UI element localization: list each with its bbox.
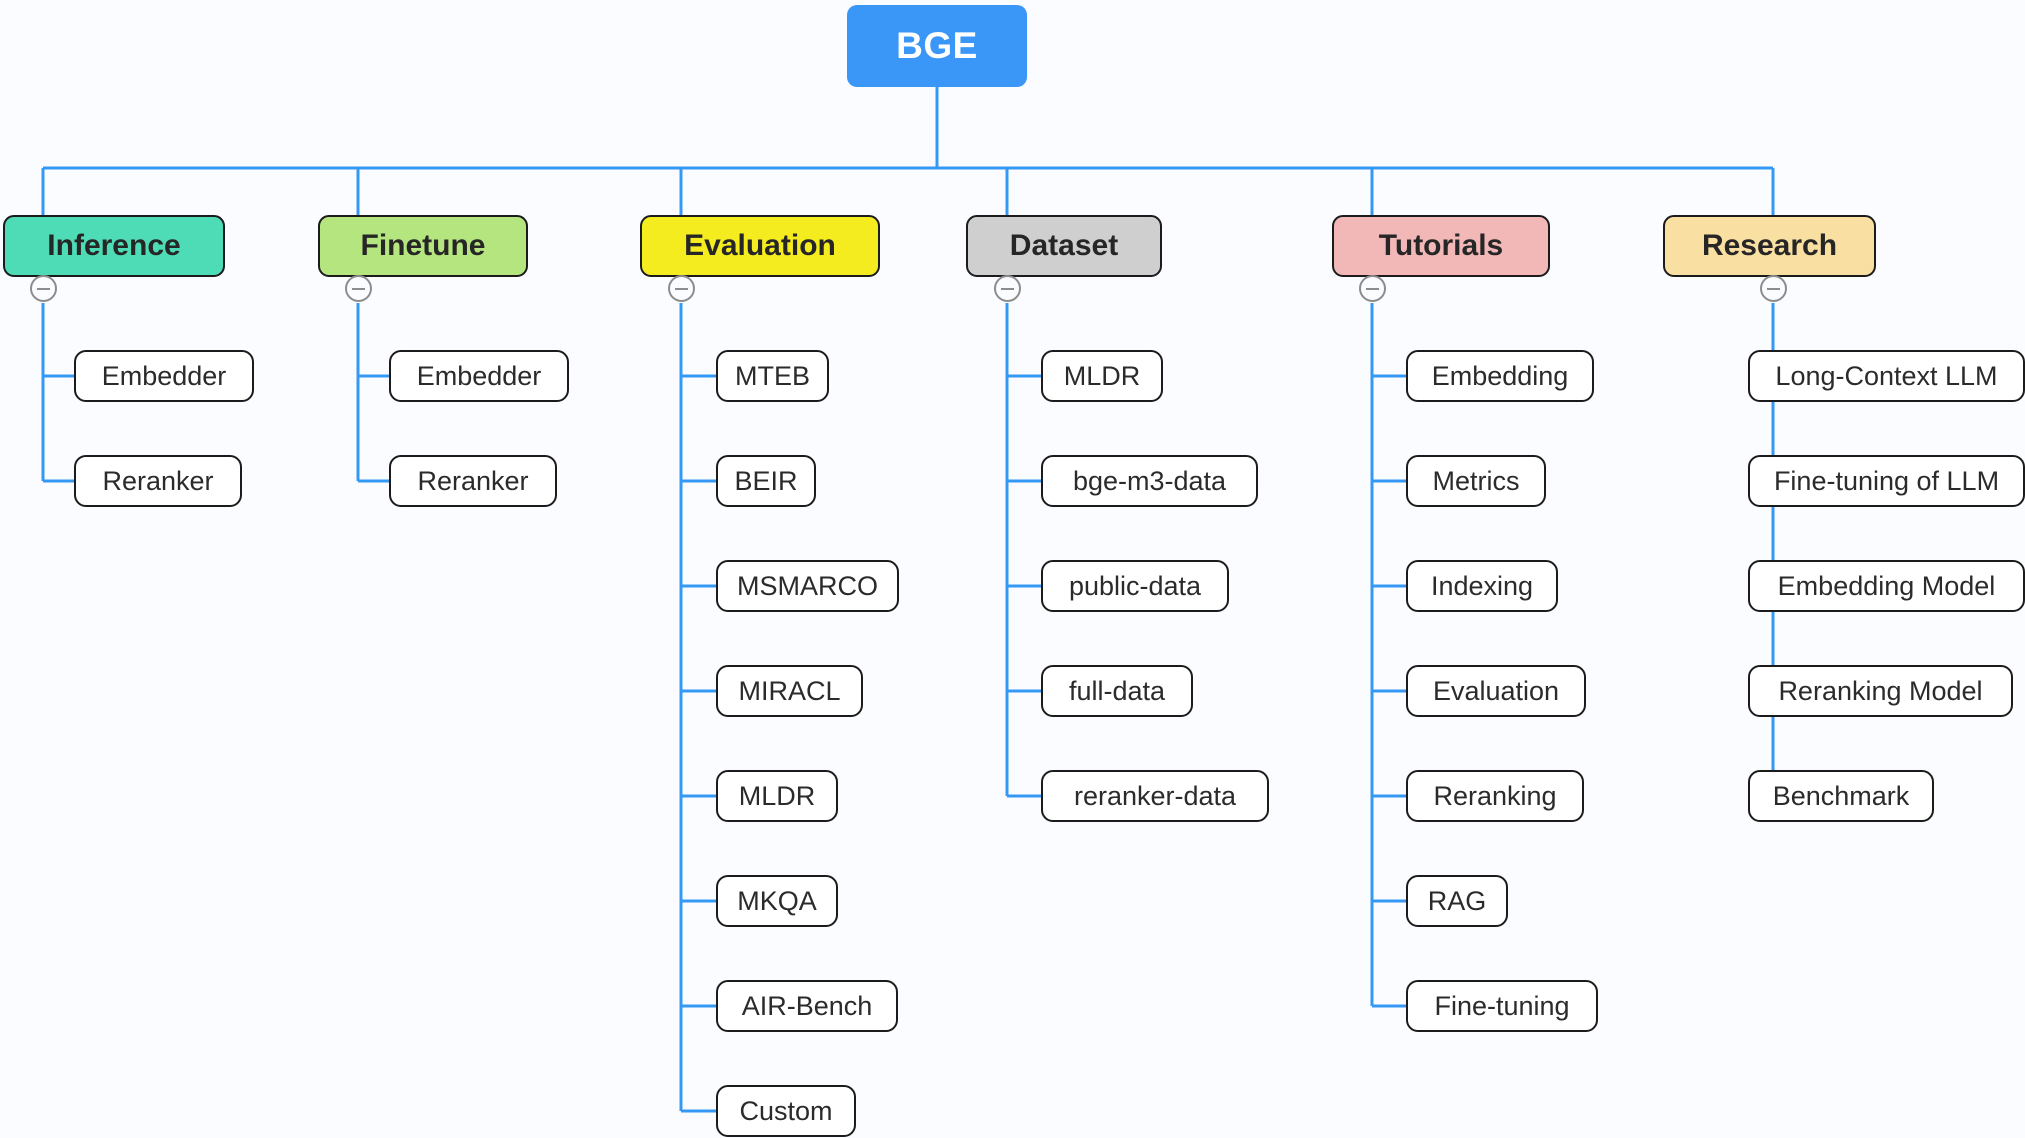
leaf-node-research-0[interactable]: Long-Context LLM — [1748, 350, 2025, 402]
leaf-node-tutorials-4-label: Reranking — [1433, 780, 1557, 811]
leaf-node-research-1-label: Fine-tuning of LLM — [1773, 465, 2000, 496]
leaf-node-dataset-2[interactable]: public-data — [1041, 560, 1229, 612]
leaf-node-tutorials-2[interactable]: Indexing — [1406, 560, 1558, 612]
leaf-node-inference-1[interactable]: Reranker — [74, 455, 242, 507]
collapse-minus-icon-finetune[interactable] — [344, 275, 372, 302]
leaf-node-evaluation-5[interactable]: MKQA — [716, 875, 838, 927]
category-node-evaluation[interactable]: Evaluation — [640, 215, 880, 277]
leaf-node-research-3-label: Reranking Model — [1778, 675, 1983, 706]
minus-glyph — [674, 287, 688, 290]
minus-glyph — [1766, 287, 1780, 290]
category-node-finetune-label: Finetune — [360, 229, 486, 262]
leaf-node-evaluation-2-label: MSMARCO — [737, 570, 878, 601]
leaf-node-evaluation-7-label: Custom — [739, 1095, 833, 1126]
category-node-finetune[interactable]: Finetune — [318, 215, 528, 277]
leaf-node-research-2[interactable]: Embedding Model — [1748, 560, 2025, 612]
leaf-node-evaluation-1-label: BEIR — [734, 465, 798, 496]
leaf-node-finetune-1-label: Reranker — [417, 465, 529, 496]
leaf-node-tutorials-0[interactable]: Embedding — [1406, 350, 1594, 402]
category-node-research-label: Research — [1701, 229, 1838, 262]
leaf-node-tutorials-6[interactable]: Fine-tuning — [1406, 980, 1598, 1032]
leaf-node-evaluation-1[interactable]: BEIR — [716, 455, 816, 507]
category-node-research[interactable]: Research — [1663, 215, 1876, 277]
category-node-tutorials[interactable]: Tutorials — [1332, 215, 1550, 277]
collapse-minus-icon-inference[interactable] — [29, 275, 57, 302]
leaf-node-finetune-1[interactable]: Reranker — [389, 455, 557, 507]
minus-glyph — [1000, 287, 1014, 290]
leaf-node-finetune-0-label: Embedder — [416, 360, 542, 391]
leaf-node-tutorials-4[interactable]: Reranking — [1406, 770, 1584, 822]
leaf-node-tutorials-1[interactable]: Metrics — [1406, 455, 1546, 507]
leaf-node-finetune-0[interactable]: Embedder — [389, 350, 569, 402]
leaf-node-research-4[interactable]: Benchmark — [1748, 770, 1934, 822]
category-node-inference[interactable]: Inference — [3, 215, 225, 277]
category-node-inference-label: Inference — [47, 229, 181, 262]
leaf-node-research-2-label: Embedding Model — [1777, 570, 1996, 601]
leaf-node-dataset-0[interactable]: MLDR — [1041, 350, 1163, 402]
leaf-node-dataset-1-label: bge-m3-data — [1072, 465, 1227, 496]
leaf-node-evaluation-4-label: MLDR — [738, 780, 816, 811]
leaf-node-dataset-2-label: public-data — [1068, 570, 1202, 601]
leaf-node-dataset-3-label: full-data — [1068, 675, 1166, 706]
category-node-dataset[interactable]: Dataset — [966, 215, 1162, 277]
collapse-minus-icon-dataset[interactable] — [993, 275, 1021, 302]
collapse-minus-icon-research[interactable] — [1759, 275, 1787, 302]
leaf-node-tutorials-3[interactable]: Evaluation — [1406, 665, 1586, 717]
collapse-minus-icon-evaluation[interactable] — [667, 275, 695, 302]
leaf-node-evaluation-7[interactable]: Custom — [716, 1085, 856, 1137]
category-node-dataset-label: Dataset — [1009, 229, 1119, 262]
leaf-node-inference-1-label: Reranker — [102, 465, 214, 496]
leaf-node-tutorials-2-label: Indexing — [1430, 570, 1534, 601]
leaf-node-evaluation-3[interactable]: MIRACL — [716, 665, 863, 717]
leaf-node-research-3[interactable]: Reranking Model — [1748, 665, 2013, 717]
root-node-bge-label: BGE — [896, 25, 978, 66]
leaf-node-tutorials-3-label: Evaluation — [1432, 675, 1560, 706]
minus-glyph — [36, 287, 50, 290]
leaf-node-evaluation-3-label: MIRACL — [738, 675, 841, 706]
leaf-node-evaluation-0[interactable]: MTEB — [716, 350, 829, 402]
leaf-node-tutorials-5[interactable]: RAG — [1406, 875, 1508, 927]
leaf-node-inference-0-label: Embedder — [101, 360, 227, 391]
leaf-node-tutorials-0-label: Embedding — [1431, 360, 1569, 391]
leaf-node-research-1[interactable]: Fine-tuning of LLM — [1748, 455, 2025, 507]
leaf-node-evaluation-6[interactable]: AIR-Bench — [716, 980, 898, 1032]
category-node-evaluation-label: Evaluation — [684, 229, 836, 262]
leaf-node-evaluation-0-label: MTEB — [734, 360, 810, 391]
leaf-node-inference-0[interactable]: Embedder — [74, 350, 254, 402]
leaf-node-evaluation-6-label: AIR-Bench — [741, 990, 873, 1021]
leaf-node-evaluation-4[interactable]: MLDR — [716, 770, 838, 822]
leaf-node-tutorials-6-label: Fine-tuning — [1434, 990, 1570, 1021]
minus-glyph — [1365, 287, 1379, 290]
leaf-node-research-0-label: Long-Context LLM — [1775, 360, 1998, 391]
leaf-node-tutorials-1-label: Metrics — [1432, 465, 1520, 496]
leaf-node-evaluation-2[interactable]: MSMARCO — [716, 560, 899, 612]
leaf-node-dataset-1[interactable]: bge-m3-data — [1041, 455, 1258, 507]
collapse-minus-icon-tutorials[interactable] — [1358, 275, 1386, 302]
leaf-node-tutorials-5-label: RAG — [1427, 885, 1487, 916]
leaf-node-evaluation-5-label: MKQA — [737, 885, 817, 916]
leaf-node-dataset-0-label: MLDR — [1063, 360, 1141, 391]
leaf-node-research-4-label: Benchmark — [1772, 780, 1910, 811]
minus-glyph — [351, 287, 365, 290]
leaf-node-dataset-4-label: reranker-data — [1073, 780, 1237, 811]
root-node-bge[interactable]: BGE — [847, 5, 1027, 87]
category-node-tutorials-label: Tutorials — [1378, 229, 1504, 262]
leaf-node-dataset-3[interactable]: full-data — [1041, 665, 1193, 717]
leaf-node-dataset-4[interactable]: reranker-data — [1041, 770, 1269, 822]
